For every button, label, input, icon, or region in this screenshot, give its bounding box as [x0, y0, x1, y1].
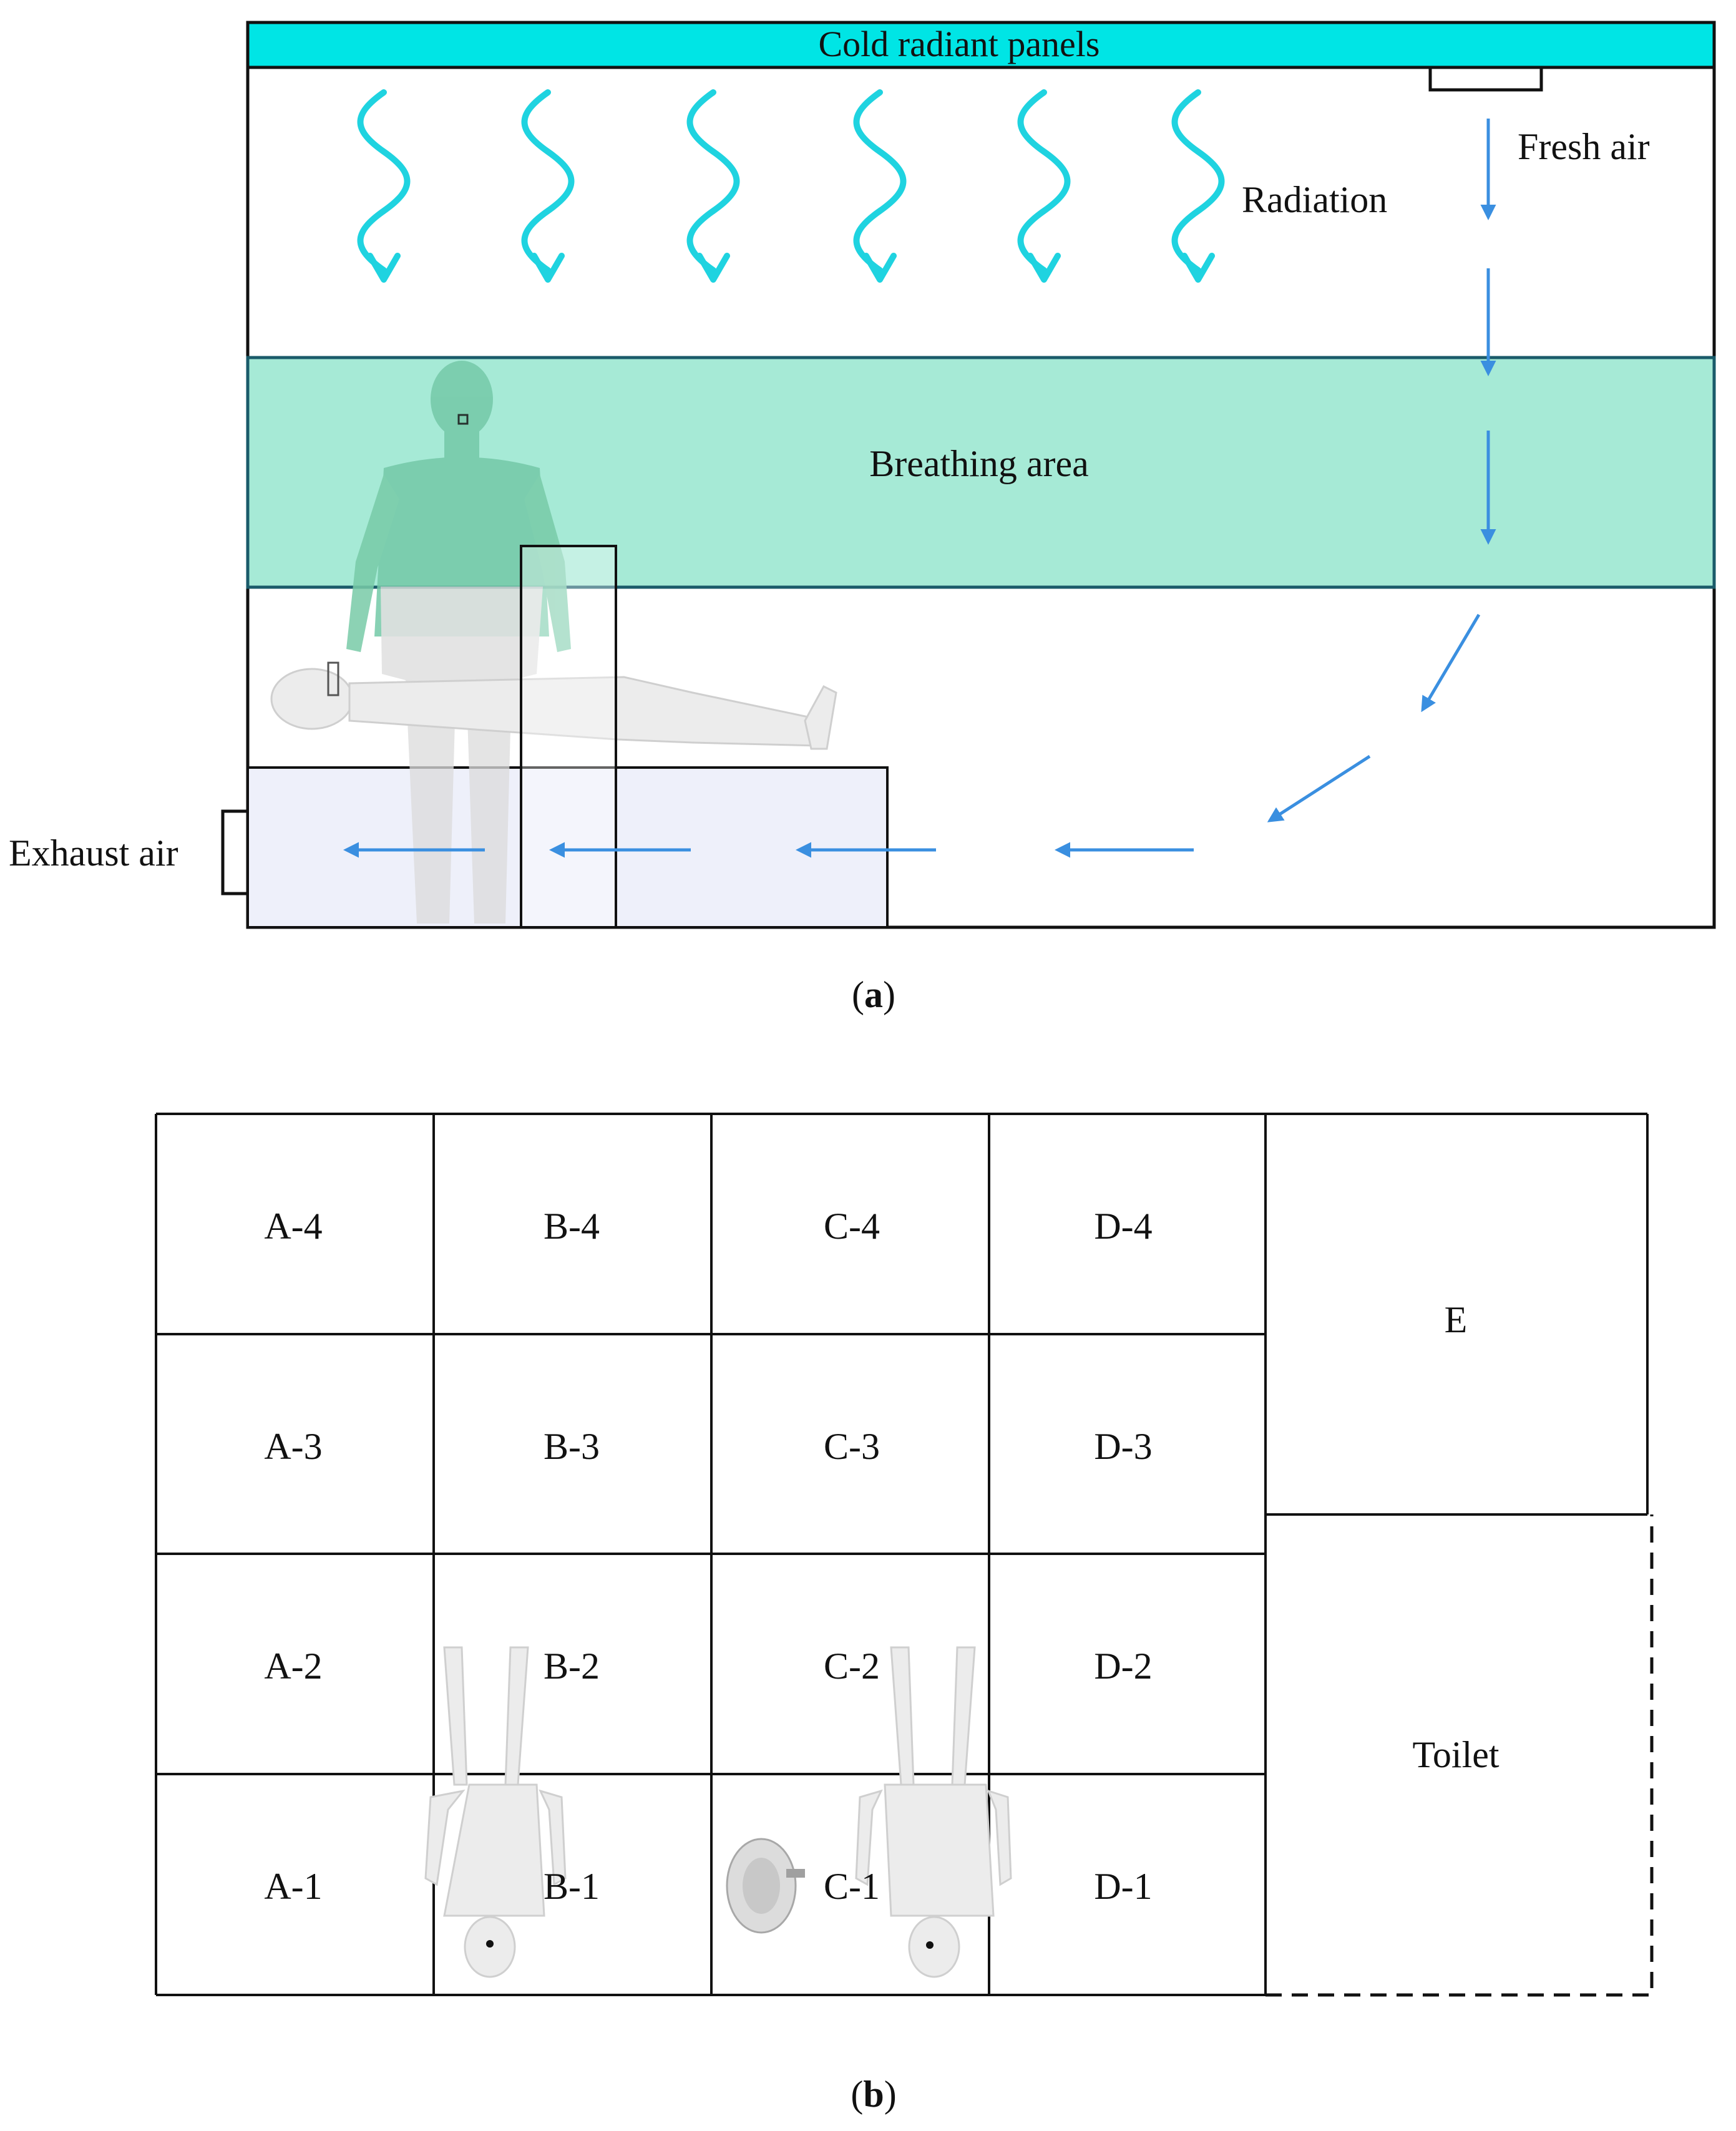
human-top-view-1 — [424, 1646, 567, 1978]
cold-radiant-panels-label: Cold radiant panels — [818, 24, 1100, 64]
cell-label-a-1: A-1 — [264, 1866, 322, 1907]
cell-label-b-4: B-4 — [544, 1206, 600, 1247]
cold-radiant-panel — [246, 21, 1716, 69]
cell-label-c-4: C-4 — [824, 1206, 880, 1247]
breathing-area-label: Breathing area — [869, 443, 1088, 484]
cell-label-d-4: D-4 — [1094, 1206, 1152, 1247]
caption-a-letter: a — [864, 974, 883, 1015]
caption-b: (b) — [851, 2074, 896, 2115]
caption-a: (a) — [852, 974, 895, 1015]
cell-label-b-2: B-2 — [544, 1646, 600, 1687]
caption-b-letter: b — [863, 2074, 884, 2115]
radiation-label: Radiation — [1242, 179, 1387, 220]
cell-label-c-1: C-1 — [824, 1866, 880, 1907]
cell-label-c-3: C-3 — [824, 1426, 880, 1467]
airflow-arrow-4 — [1421, 613, 1481, 713]
panel-b: A-4 B-4 C-4 D-4 A-3 B-3 C-3 D-3 A-2 B-2 … — [155, 1113, 1654, 2115]
panel-a: Cold radiant panels Radiation Fresh air — [9, 21, 1716, 1015]
cell-label-a-2: A-2 — [264, 1646, 322, 1687]
cell-label-b-1: B-1 — [544, 1866, 600, 1907]
zone-e-label: E — [1445, 1299, 1468, 1340]
cell-label-a-3: A-3 — [264, 1426, 322, 1467]
exhaust-air-label: Exhaust air — [9, 832, 178, 874]
airflow-arrows — [343, 119, 1496, 858]
seated-human-top-view — [726, 1838, 805, 1934]
column-box — [520, 545, 617, 929]
cell-label-c-2: C-2 — [824, 1646, 880, 1687]
fresh-air-label: Fresh air — [1518, 126, 1650, 167]
toilet-label: Toilet — [1412, 1734, 1499, 1775]
cell-label-a-4: A-4 — [264, 1206, 322, 1247]
fresh-air-inlet — [1428, 67, 1543, 92]
standing-human — [346, 361, 571, 924]
airflow-arrow-5 — [1267, 754, 1371, 822]
cell-label-b-3: B-3 — [544, 1426, 600, 1467]
lying-human — [270, 661, 837, 750]
human-top-view-2 — [855, 1646, 1012, 1978]
cell-label-d-3: D-3 — [1094, 1426, 1152, 1467]
cell-label-d-2: D-2 — [1094, 1646, 1152, 1687]
cell-label-d-1: D-1 — [1094, 1866, 1152, 1907]
exhaust-outlet — [221, 809, 248, 895]
cell-labels: A-4 B-4 C-4 D-4 A-3 B-3 C-3 D-3 A-2 B-2 … — [264, 1206, 1499, 1907]
